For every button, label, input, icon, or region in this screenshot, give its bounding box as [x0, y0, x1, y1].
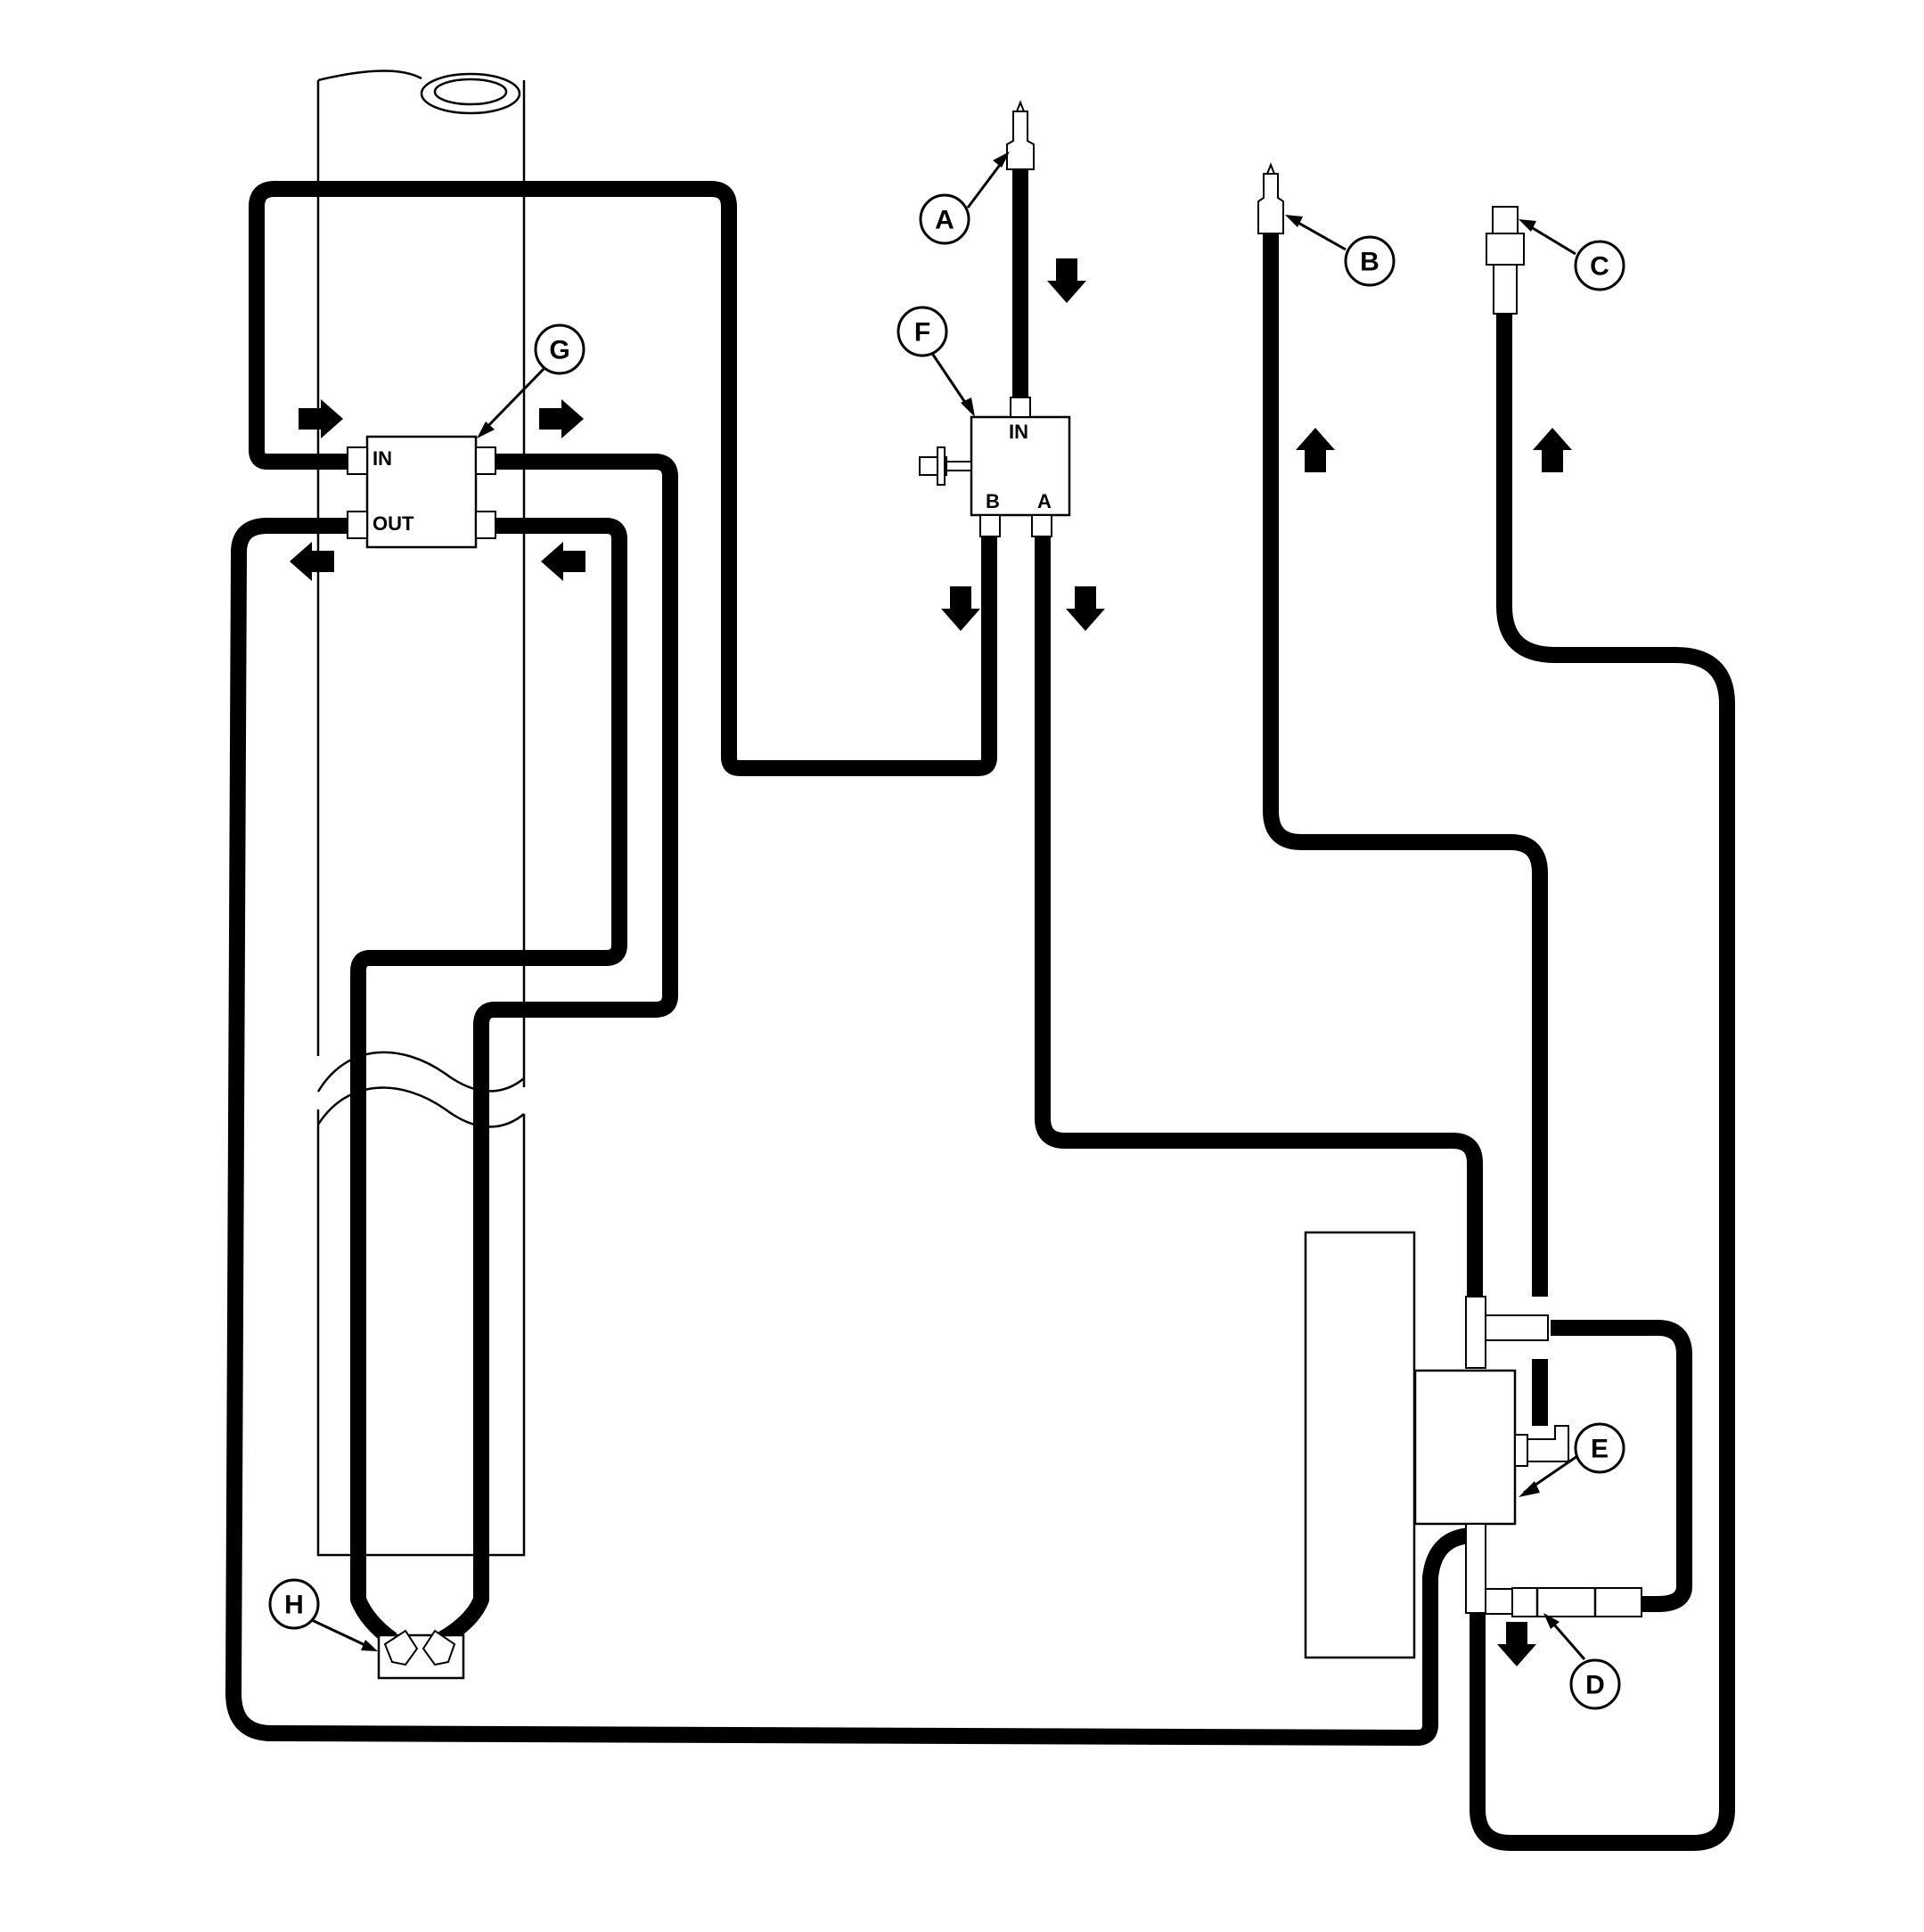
hose-block-out-to-e	[225, 518, 1476, 1746]
flow-arrow-icon	[1533, 428, 1572, 472]
component-e	[1304, 1231, 1569, 1659]
callout-g: G	[477, 323, 585, 438]
flow-arrow-icon	[941, 586, 980, 631]
callout-h: H	[268, 1578, 378, 1651]
cylinder-h	[377, 1629, 465, 1680]
valve-port-b-label: B	[986, 490, 1000, 512]
flow-arrow-icon	[1497, 1622, 1536, 1666]
flow-arrow-icon	[299, 399, 343, 438]
fitting-icon	[383, 1629, 456, 1666]
selector-valve-f: IN B A	[919, 397, 1071, 537]
flow-arrow-icon	[1066, 586, 1105, 631]
callout-b: B	[1285, 215, 1396, 287]
block-out-label: OUT	[373, 512, 414, 535]
fitting-icon	[1465, 1296, 1569, 1615]
flow-arrows	[290, 258, 1572, 1666]
mast-column	[316, 70, 526, 1557]
flow-arrow-icon	[1296, 428, 1335, 472]
callout-e: E	[1519, 1422, 1625, 1497]
callout-d-label: D	[1585, 1671, 1605, 1700]
callout-h-label: H	[284, 1591, 304, 1620]
fitting-icon	[347, 446, 496, 539]
hose-valve-a-to-e	[1035, 535, 1483, 1297]
block-in-label: IN	[373, 447, 392, 470]
callout-g-label: G	[549, 336, 569, 365]
hoses	[225, 169, 1735, 1851]
flow-arrow-icon	[290, 542, 334, 581]
fitting-icon	[979, 397, 1052, 537]
valve-port-a-label: A	[1037, 490, 1052, 512]
hose-block-to-cylinder-2	[350, 518, 627, 1647]
hose-block-to-cylinder-1	[437, 454, 678, 1647]
callout-b-label: B	[1360, 248, 1380, 277]
callout-f-label: F	[914, 318, 930, 348]
flow-arrow-icon	[1047, 258, 1086, 303]
callout-f: F	[897, 306, 975, 417]
hose-valve-b-to-block-in	[249, 181, 997, 776]
callout-a-label: A	[935, 206, 954, 235]
hose-b-to-e	[1263, 233, 1548, 1297]
valve-handle	[919, 446, 972, 486]
flow-arrow-icon	[541, 542, 585, 581]
callout-a: A	[919, 151, 1010, 245]
hose-c-to-d	[1470, 312, 1735, 1851]
hose-e-to-d-loop	[1551, 1320, 1692, 1612]
callout-e-label: E	[1591, 1435, 1609, 1464]
callouts: A B C D E F	[268, 151, 1625, 1710]
quick-coupler-icon	[1006, 100, 1525, 315]
callout-d: D	[1543, 1613, 1621, 1710]
flow-arrow-icon	[539, 399, 584, 438]
component-d	[1511, 1587, 1642, 1617]
valve-in-label: IN	[1009, 421, 1028, 443]
manifold-block-g: IN OUT	[347, 435, 496, 549]
callout-c-label: C	[1590, 252, 1609, 282]
callout-c: C	[1519, 219, 1625, 291]
